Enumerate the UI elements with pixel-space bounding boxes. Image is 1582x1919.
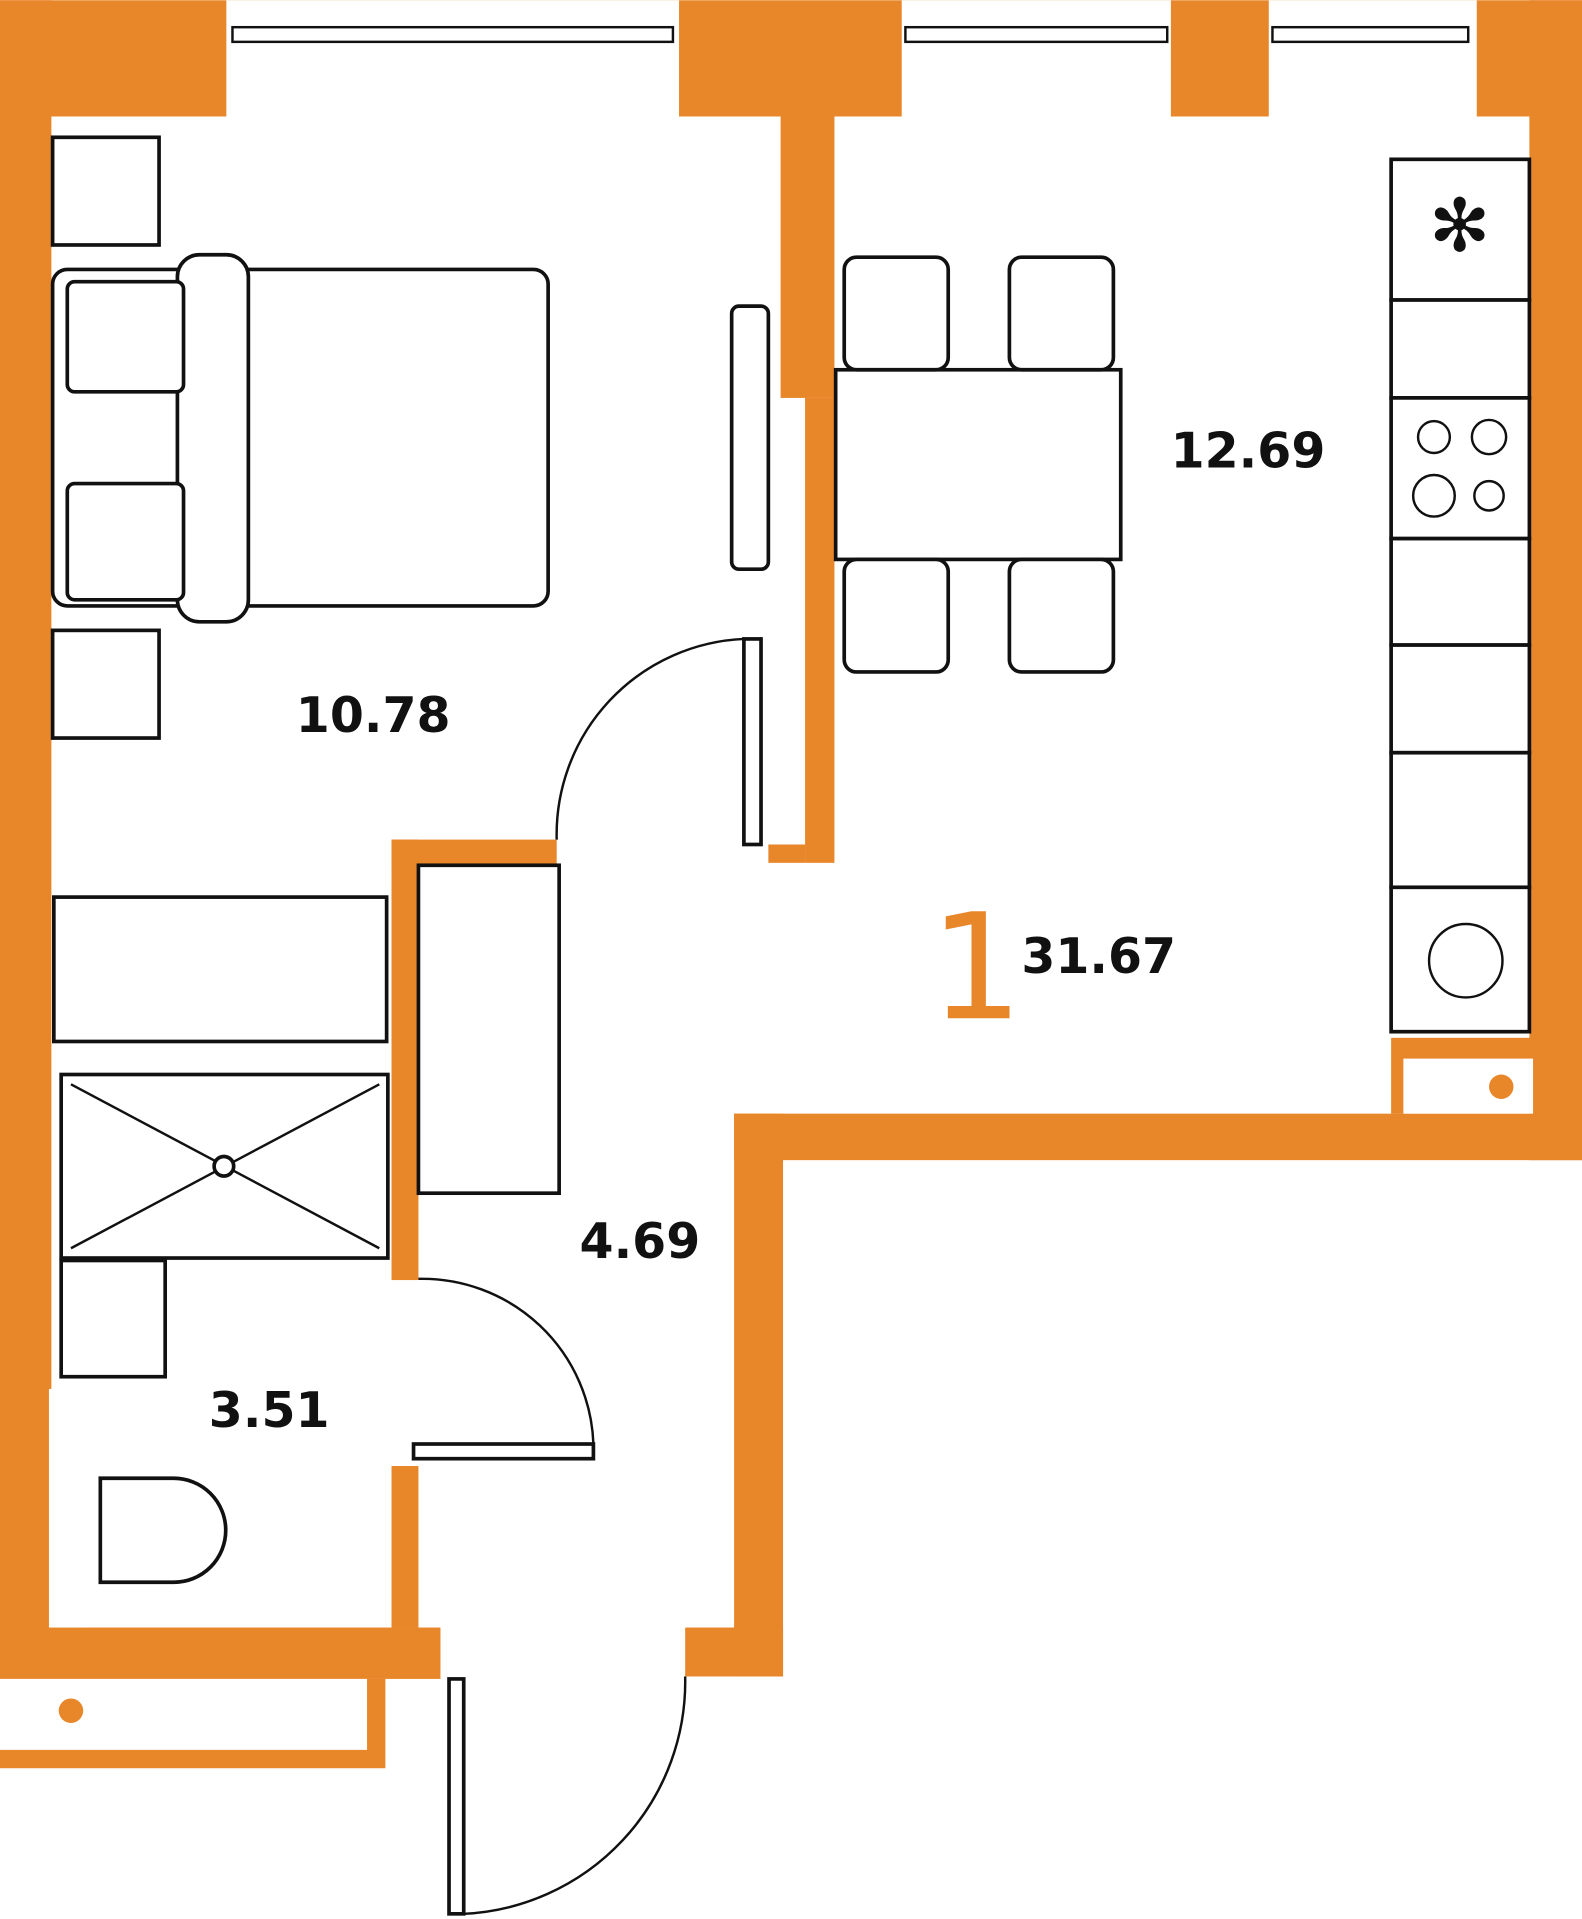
area-hallway: 4.69 bbox=[580, 1213, 701, 1270]
area-kitchen-living: 12.69 bbox=[1171, 423, 1326, 480]
area-bathroom: 3.51 bbox=[209, 1382, 330, 1439]
tv bbox=[729, 304, 771, 572]
windows bbox=[0, 0, 1534, 1750]
sink bbox=[1389, 750, 1532, 890]
doors bbox=[411, 637, 763, 1916]
toilet bbox=[98, 1476, 228, 1585]
fridge bbox=[1389, 157, 1532, 302]
nightstand bbox=[50, 628, 161, 740]
washing-machine bbox=[1389, 885, 1532, 1034]
total-area: 31.67 bbox=[1021, 928, 1176, 985]
washbasin bbox=[59, 1258, 168, 1379]
nightstand bbox=[50, 135, 161, 247]
radiator bbox=[51, 895, 389, 1044]
wardrobe bbox=[416, 863, 561, 1196]
kitchen: ✻ bbox=[1389, 157, 1532, 1034]
bedroom-furniture bbox=[50, 135, 771, 740]
area-bedroom: 10.78 bbox=[296, 687, 451, 744]
table bbox=[833, 367, 1123, 562]
rooms-count: 1 bbox=[930, 882, 1023, 1053]
snowflake-icon: ✻ bbox=[1429, 186, 1491, 267]
radiators-shower-toilet bbox=[51, 863, 561, 1585]
stove bbox=[1389, 396, 1532, 541]
dining bbox=[833, 255, 1123, 674]
